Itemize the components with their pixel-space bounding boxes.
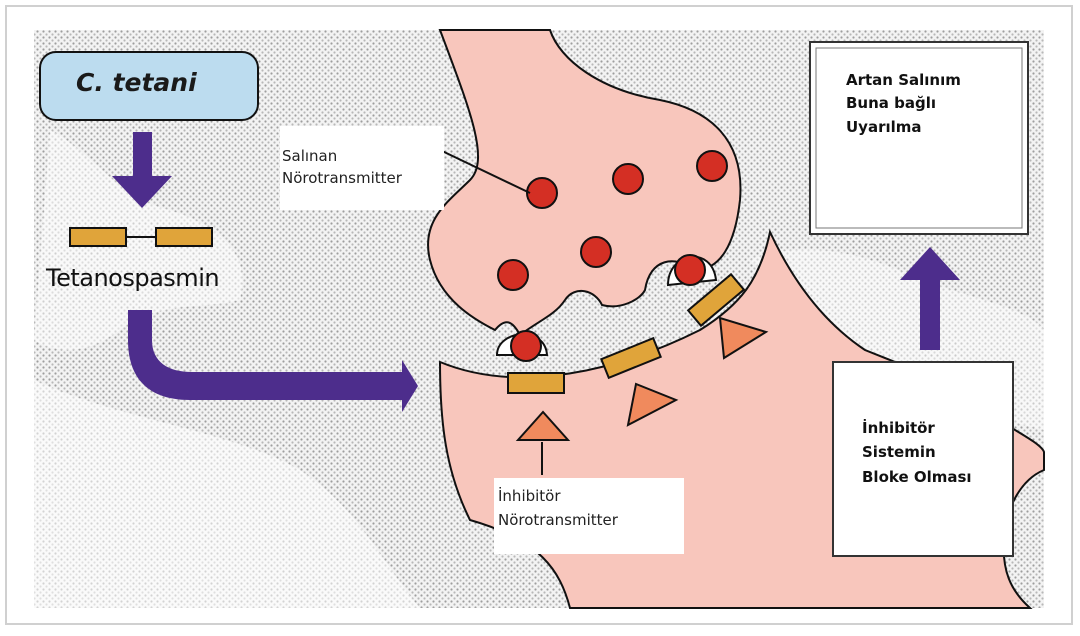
released-label-line2: Nörotransmitter (282, 168, 402, 188)
toxin-chain-a (70, 228, 126, 246)
inhibitor-label-line2: Nörotransmitter (498, 510, 618, 530)
vesicle (613, 164, 643, 194)
result-line2: Buna bağlı (846, 93, 961, 113)
result-line1: Artan Salınım (846, 70, 961, 90)
toxin-chain-b (156, 228, 212, 246)
blocked-line1: İnhibitör (862, 418, 972, 438)
vesicle (581, 237, 611, 267)
vesicle (511, 331, 541, 361)
vesicle (675, 255, 705, 285)
inhibitor-label-box: İnhibitör Nörotransmitter (494, 478, 684, 554)
blocked-line2: Sistemin (862, 442, 972, 462)
toxin-label: Tetanospasmin (46, 262, 219, 294)
blocked-line3: Bloke Olması (862, 467, 972, 487)
organism-label: C. tetani (76, 66, 197, 100)
released-label-box: Salınan Nörotransmitter (280, 126, 444, 210)
inhibitor-label-line1: İnhibitör (498, 486, 561, 506)
vesicle (498, 260, 528, 290)
result-box-text: Artan Salınım Buna bağlı Uyarılma (846, 70, 961, 137)
receptor (508, 373, 564, 393)
result-line3: Uyarılma (846, 117, 961, 137)
vesicle (697, 151, 727, 181)
released-label-line1: Salınan (282, 146, 337, 166)
blocked-box-text: İnhibitör Sistemin Bloke Olması (862, 418, 972, 487)
vesicle (527, 178, 557, 208)
